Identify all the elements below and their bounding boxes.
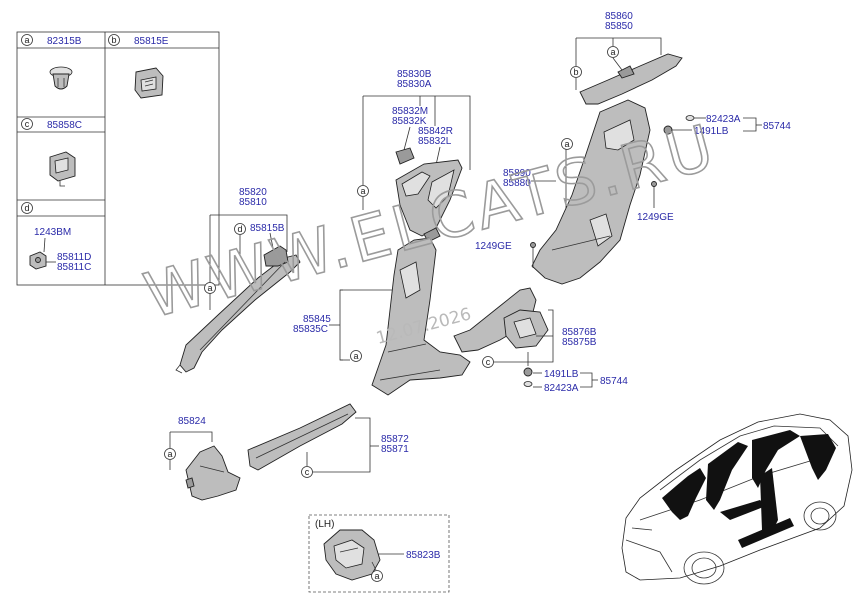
part-85832M[interactable]: 85832M [392, 106, 428, 117]
part-85815B[interactable]: 85815B [250, 223, 285, 234]
part-85871[interactable]: 85871 [381, 444, 409, 455]
c-pillar-upper-group: 85860 85850 a b [570, 11, 683, 105]
svg-text:d: d [24, 203, 29, 213]
legend-callout-d: d [21, 202, 33, 214]
part-1491LB-top[interactable]: 1491LB [694, 126, 729, 137]
lh-kick-group: (LH) 85823B a [308, 514, 450, 593]
part-85880[interactable]: 85880 [503, 178, 531, 189]
part-82423A-bottom[interactable]: 82423A [544, 383, 579, 394]
svg-text:a: a [207, 283, 212, 293]
part-85872[interactable]: 85872 [381, 434, 409, 445]
clip-85815E-drawing [134, 67, 164, 99]
part-85845[interactable]: 85845 [303, 314, 331, 325]
quarter-trim-group: 85890 85880 a 82423A 1491LB 85744 1249GE [503, 99, 791, 285]
legend-callout-c: c [21, 118, 33, 130]
part-85835C[interactable]: 85835C [293, 324, 328, 335]
callout-a-a-pillar: a [204, 282, 216, 294]
callout-d-a-pillar: d [234, 223, 246, 235]
svg-text:a: a [610, 47, 615, 57]
svg-text:a: a [374, 571, 379, 581]
part-85850[interactable]: 85850 [605, 21, 633, 32]
part-85842R[interactable]: 85842R [418, 126, 453, 137]
part-85890[interactable]: 85890 [503, 168, 531, 179]
part-85875B[interactable]: 85875B [562, 337, 597, 348]
svg-text:a: a [167, 449, 172, 459]
callout-c-front-scuff: c [301, 466, 313, 478]
front-kick-group: 85824 a [164, 416, 241, 501]
callout-c-rear-scuff: c [482, 356, 494, 368]
svg-text:c: c [486, 357, 491, 367]
svg-text:a: a [360, 186, 365, 196]
part-1491LB-bottom[interactable]: 1491LB [544, 369, 579, 380]
part-82423A-top[interactable]: 82423A [706, 114, 741, 125]
legend-part-82315B[interactable]: 82315B [47, 36, 82, 47]
svg-text:a: a [353, 351, 358, 361]
b-pillar-lower-group: 85845 85835C a [293, 237, 471, 396]
part-85744-bottom[interactable]: 85744 [600, 376, 628, 387]
svg-text:c: c [305, 467, 310, 477]
clip-82315B-drawing [49, 66, 73, 90]
svg-text:c: c [25, 119, 30, 129]
legend-part-85811D[interactable]: 85811D [57, 252, 91, 263]
legend-part-85858C[interactable]: 85858C [47, 120, 82, 131]
rear-scuff-trim-drawing [453, 287, 537, 353]
car-location-illustration [621, 413, 853, 585]
front-kick-trim-drawing [185, 445, 241, 501]
part-85876B[interactable]: 85876B [562, 327, 597, 338]
svg-text:b: b [111, 35, 116, 45]
part-1249GE-right[interactable]: 1249GE [637, 212, 674, 223]
legend-table: a 82315B b 85815E c 85858C d 1243BM 8581… [16, 31, 220, 286]
a-pillar-trim-drawing [179, 254, 301, 373]
lh-label: (LH) [315, 519, 334, 530]
part-85860[interactable]: 85860 [605, 11, 633, 22]
screw-1249GE-left: 1249GE [475, 241, 536, 268]
legend-callout-a: a [21, 34, 33, 46]
part-85832L[interactable]: 85832L [418, 136, 452, 147]
b-pillar-lower-trim-drawing [371, 237, 471, 396]
c-pillar-upper-trim-drawing [579, 53, 683, 105]
legend-part-85811C[interactable]: 85811C [57, 262, 91, 273]
callout-a-c-pillar: a [607, 46, 619, 58]
legend-callout-b: b [108, 34, 120, 46]
front-scuff-trim-drawing [247, 403, 357, 471]
svg-text:a: a [564, 139, 569, 149]
part-85824[interactable]: 85824 [178, 416, 206, 427]
a-pillar-trim-group: 85820 85810 d 85815B a [175, 187, 301, 374]
part-85830A[interactable]: 85830A [397, 79, 432, 90]
callout-a-b-upper: a [357, 185, 369, 197]
callout-a-lh-kick: a [371, 570, 383, 582]
rear-scuff-group: 85876B 85875B c 1491LB 82423A 85744 [453, 287, 628, 394]
svg-text:d: d [237, 224, 242, 234]
part-1249GE-left[interactable]: 1249GE [475, 241, 512, 252]
front-scuff-group: 85872 85871 c [247, 403, 409, 478]
svg-text:b: b [573, 67, 578, 77]
part-85832K[interactable]: 85832K [392, 116, 427, 127]
part-85810[interactable]: 85810 [239, 197, 267, 208]
part-85820[interactable]: 85820 [239, 187, 267, 198]
callout-a-front-kick: a [164, 448, 176, 460]
part-85830B[interactable]: 85830B [397, 69, 432, 80]
part-85744-top[interactable]: 85744 [763, 121, 791, 132]
clip-85811-drawing [29, 237, 56, 270]
legend-part-85815E[interactable]: 85815E [134, 36, 169, 47]
callout-b-c-pillar: b [570, 66, 582, 78]
part-85823B[interactable]: 85823B [406, 550, 441, 561]
svg-text:a: a [24, 35, 29, 45]
legend-part-1243BM[interactable]: 1243BM [34, 227, 71, 238]
callout-a-b-lower: a [350, 350, 362, 362]
clip-85858C-drawing [49, 151, 76, 187]
callout-a-quarter: a [561, 138, 573, 150]
